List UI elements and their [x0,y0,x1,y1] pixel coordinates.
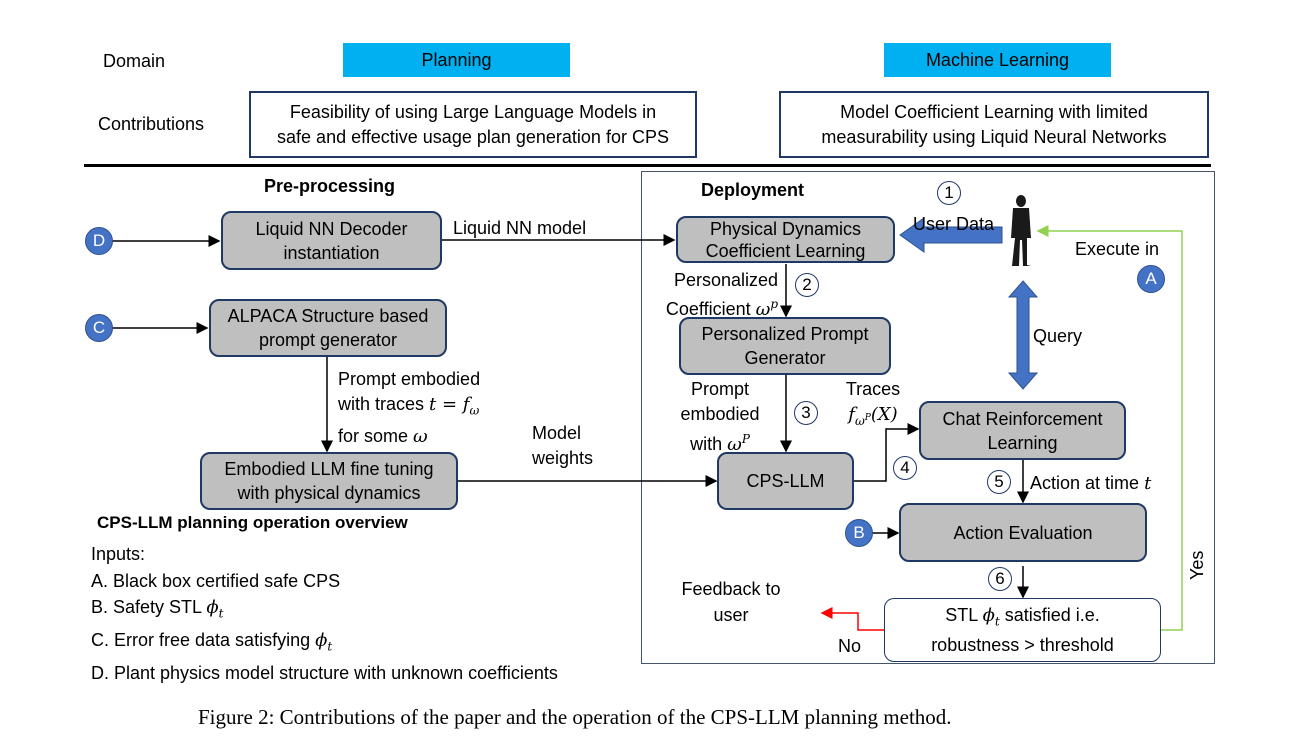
alpaca-line2: prompt generator [258,330,398,350]
step-5-badge: 5 [987,470,1011,494]
contribution-planning-line1: Feasibility of using Large Language Mode… [289,101,657,122]
overview-title: CPS-LLM planning operation overview [97,513,408,532]
section-divider [84,164,1211,167]
domain-label: Domain [103,51,166,71]
input-item-c: C. Error free data satisfying ϕt [91,630,333,654]
query-label: Query [1033,326,1083,346]
chat-rl-line1: Chat Reinforcement [942,408,1103,429]
personalized-coefficient-label: Personalized Coefficient ωp [665,270,778,320]
step-1-badge: 1 [937,181,961,205]
physical-line2: Coefficient Learning [705,240,866,261]
contribution-ml-line1: Model Coefficient Learning with limited [840,101,1148,122]
input-item-d: D. Plant physics model structure with un… [91,663,558,684]
liquid-nn-line1: Liquid NN Decoder [255,218,408,239]
step-2-badge: 2 [795,273,819,297]
liquid-nn-decoder-box: Liquid NN Decoder instantiation [221,211,442,270]
input-marker-b: B [845,519,873,547]
contribution-planning: Feasibility of using Large Language Mode… [249,91,697,158]
user-data-label: User Data [913,214,995,234]
embodied-llm-fine-tuning-box: Embodied LLM fine tuning with physical dy… [200,452,458,510]
input-item-b: B. Safety STL ϕt [91,597,224,621]
input-marker-c: C [85,314,113,342]
prompt-gen-line2: Generator [744,348,826,368]
embodied-line1: Embodied LLM fine tuning [224,459,434,479]
prompt-embodied-line1: Prompt embodied [338,369,481,389]
contribution-ml-line2: measurability using Liquid Neural Networ… [821,126,1167,147]
liquid-nn-line2: instantiation [283,242,380,263]
execute-in-label: Execute in [1075,239,1160,259]
step-3-badge: 3 [794,401,818,425]
user-data-arrow [899,217,1003,253]
inputs-label: Inputs: [91,544,146,564]
action-at-time-label: Action at time t [1030,473,1152,494]
edge-no-to-feedback [820,607,884,631]
chat-rl-line2: Learning [987,432,1058,453]
model-weights-label: Model weights [532,423,594,468]
domain-planning: Planning [343,43,570,77]
prompt-gen-line1: Personalized Prompt [701,324,869,344]
feedback-to-user-label: Feedback to user [681,579,781,625]
contribution-planning-line2: safe and effective usage plan generation… [277,126,669,147]
alpaca-prompt-generator-box: ALPACA Structure based prompt generator [209,299,447,357]
prompt-embodied-omega-label: Prompt embodied with ωP [680,379,760,455]
cps-llm-box: CPS-LLM [717,452,854,510]
overview-inputs: Inputs: A. Black box certified safe CPS … [91,541,558,687]
prompt-embodied-line2: with traces t = fω [338,394,480,418]
query-double-arrow [1007,280,1039,390]
contribution-ml: Model Coefficient Learning with limited … [779,91,1209,158]
cps-llm-label: CPS-LLM [746,471,825,491]
prompt-embodied-line3: for some ω [338,425,428,447]
step-4-badge: 4 [893,456,917,480]
input-item-a: A. Black box certified safe CPS [91,570,341,591]
action-eval-label: Action Evaluation [953,522,1093,543]
physical-line1: Physical Dynamics [709,218,862,239]
user-silhouette-icon [1011,195,1031,266]
contributions-label: Contributions [98,114,205,134]
step-6-badge: 6 [988,567,1012,591]
action-evaluation-box: Action Evaluation [899,503,1147,562]
embodied-line2: with physical dynamics [237,483,421,503]
edge-cps-llm-to-chat-rl [854,423,920,482]
preprocessing-title: Pre-processing [264,176,396,196]
alpaca-line1: ALPACA Structure based [227,306,429,326]
domain-machine-learning: Machine Learning [884,43,1111,77]
input-marker-a: A [1137,265,1165,293]
deployment-frame [641,171,1215,664]
yes-label: Yes [1187,550,1207,580]
no-label: No [838,636,862,656]
stl-satisfied-decision-box: STL ϕt satisfied i.e. robustness > thres… [884,598,1161,662]
input-marker-d: D [85,227,113,255]
prompt-embodied-label: Prompt embodied with traces t = fω for s… [338,367,480,449]
figure-caption: Figure 2: Contributions of the paper and… [198,705,952,729]
traces-label: Traces fωP(X) [845,379,901,428]
liquid-nn-model-label: Liquid NN model [453,218,587,238]
deployment-title: Deployment [701,180,805,200]
edge-yes-to-user [1036,225,1183,631]
